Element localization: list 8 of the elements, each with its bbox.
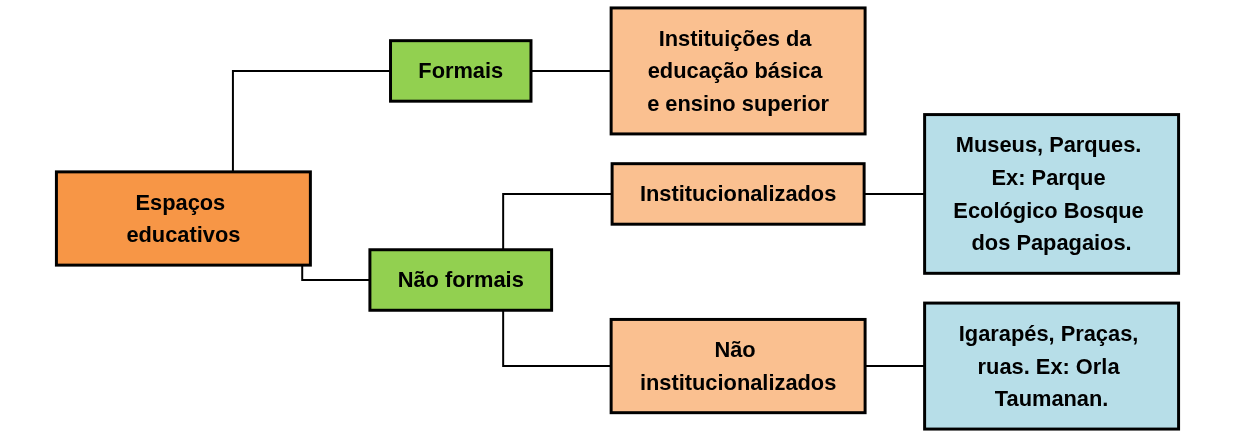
node-box: Instituições da educação básica e ensino superior	[609, 6, 867, 136]
node-box: Institucionalizados	[610, 162, 866, 226]
node-box: Museus, Parques. Ex: Parque Ecológico Bosque dos Papagaios.	[923, 113, 1181, 275]
node-box: Igarapés, Praças, ruas. Ex: Orla Taumanan.	[923, 301, 1181, 431]
node-box: Não formais	[368, 248, 554, 312]
node-box: Formais	[389, 39, 533, 103]
node-box: Espaços educativos	[54, 170, 312, 267]
node-box: Não institucionalizados	[609, 317, 867, 415]
